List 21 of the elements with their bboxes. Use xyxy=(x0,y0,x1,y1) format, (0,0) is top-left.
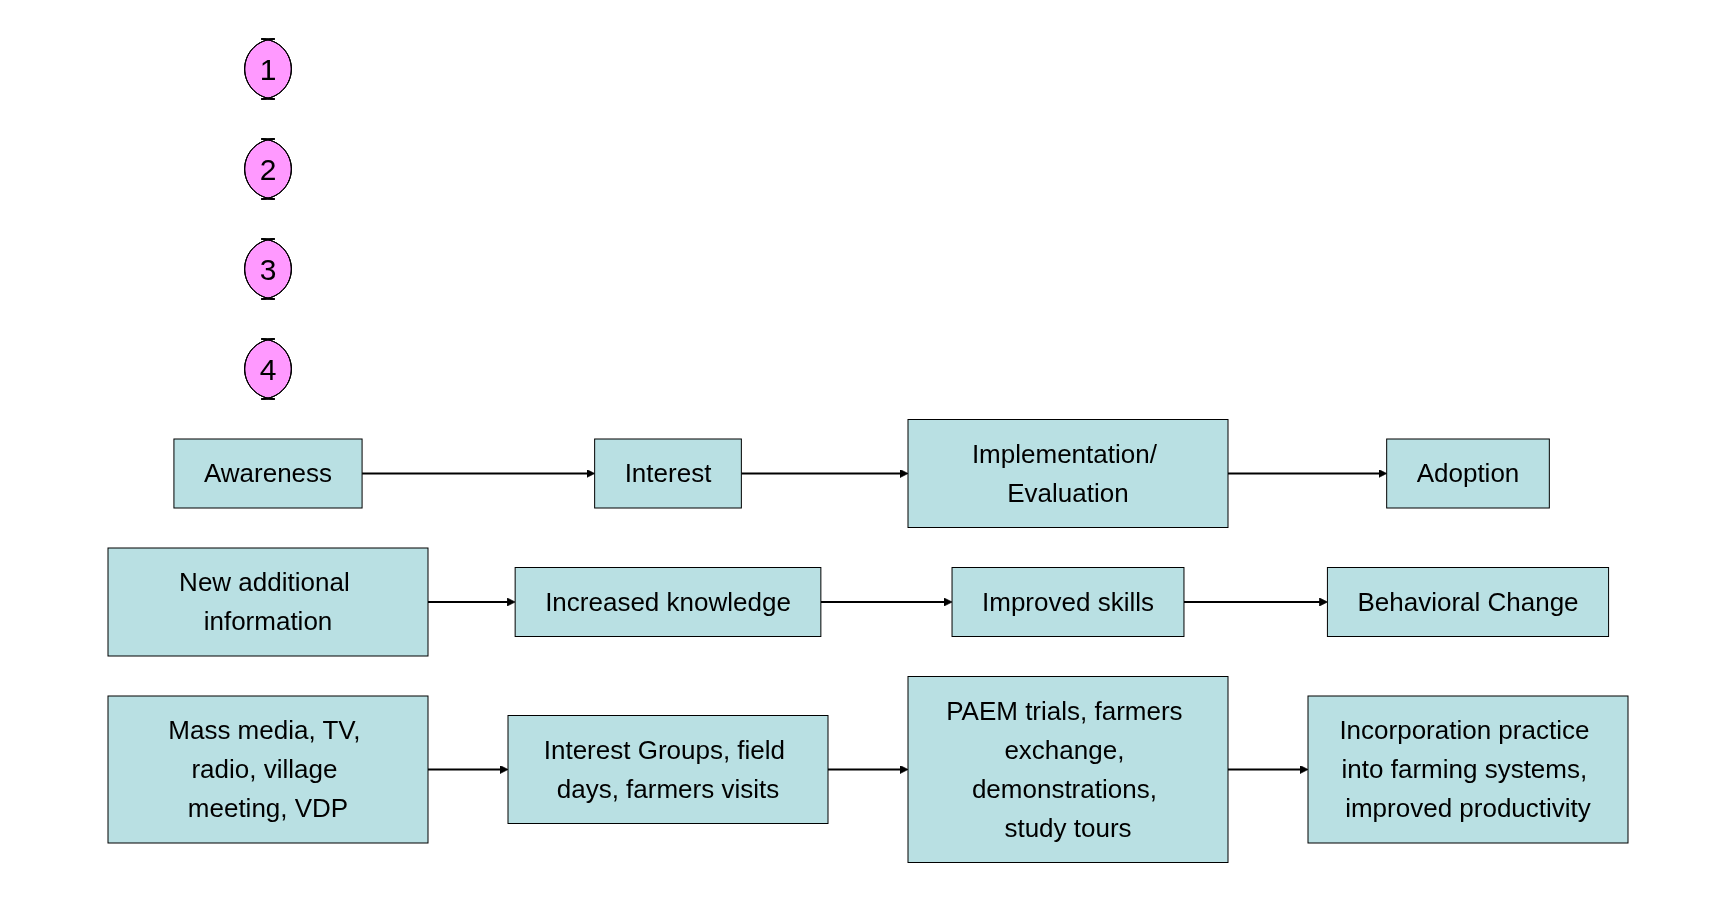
node-box: Implementation/ Evaluation xyxy=(907,418,1228,528)
arrow xyxy=(819,597,952,607)
node-box: Increased knowledge xyxy=(514,566,821,637)
arrow xyxy=(1226,468,1387,478)
node-box: Incorporation practice into farming systems, improved productivity xyxy=(1307,695,1628,844)
node-box: New additional information xyxy=(107,547,428,657)
arrow xyxy=(1226,764,1308,774)
arrow xyxy=(1182,597,1328,607)
arrow xyxy=(826,764,908,774)
node-box: Interest xyxy=(593,438,742,509)
arrow xyxy=(426,597,516,607)
node-box: PAEM trials, farmers exchange, demonstrations, study tours xyxy=(907,675,1228,863)
node-box: Adoption xyxy=(1385,438,1550,509)
arrow xyxy=(739,468,908,478)
node-box: Improved skills xyxy=(951,566,1184,637)
node-box: Interest Groups, field days, farmers visits xyxy=(507,714,828,824)
node-box: Behavioral Change xyxy=(1326,566,1609,637)
node-box: Mass media, TV, radio, village meeting, VDP xyxy=(107,695,428,844)
arrow xyxy=(426,764,508,774)
node-box: Awareness xyxy=(172,438,363,509)
arrow xyxy=(360,468,595,478)
